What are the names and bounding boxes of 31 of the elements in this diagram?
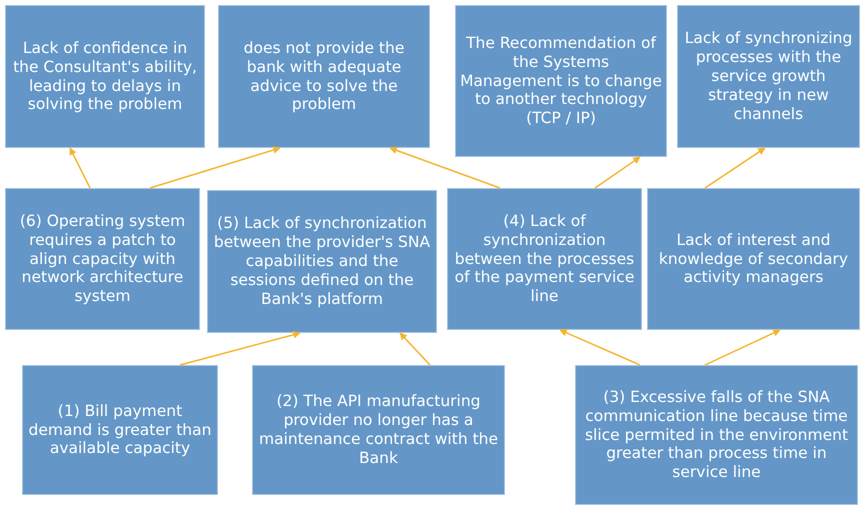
cause-text: (6) Operating system requires a patch to align capacity with network architecture system <box>18 212 186 306</box>
arrow <box>399 332 431 366</box>
arrow <box>594 156 641 189</box>
cause-text: Lack of confidence in the Consultant's ability, leading to delays in solving the problem <box>12 38 198 114</box>
cause-box <box>5 188 200 330</box>
cause-box <box>647 188 860 330</box>
cause-text: Lack of interest and knowledge of secondary activity managers <box>658 230 850 288</box>
arrow <box>559 329 640 366</box>
cause-box <box>455 5 667 157</box>
arrow <box>704 147 766 189</box>
cause-text: The Recommendation of the Systems Management is to change to another technology (TCP / IP) <box>460 34 662 128</box>
cause-text: Lack of synchronizing processes with the service growth strategy in new channels <box>684 29 854 124</box>
cause-text: (4) Lack of synchronization between the processes of the payment service line <box>454 212 636 306</box>
arrow <box>150 146 281 189</box>
arrow <box>69 147 91 188</box>
cause-box <box>207 190 437 333</box>
cause-box <box>252 365 505 495</box>
arrow <box>180 331 301 366</box>
cause-text: (3) Excessive falls of the SNA communication line because time slice permited in the environment greater than process time in service line <box>584 388 850 482</box>
arrow <box>389 146 500 189</box>
cause-text: (1) Bill payment demand is greater than available capacity <box>28 402 212 458</box>
cause-box <box>677 5 860 148</box>
cause-text: (5) Lack of synchronization between the provider's SNA capabilities and the sessions defined on the Bank's platform <box>212 214 432 309</box>
cause-box <box>5 5 205 148</box>
cause-box <box>218 5 430 148</box>
cause-box <box>22 365 218 495</box>
arrow <box>704 329 781 366</box>
cause-text: does not provide the bank with adequate advice to solve the problem <box>242 38 406 114</box>
cause-text: (2) The API manufacturing provider no longer has a maintenance contract with the Bank <box>258 392 500 468</box>
cause-box <box>447 188 642 330</box>
cause-box <box>575 365 858 505</box>
